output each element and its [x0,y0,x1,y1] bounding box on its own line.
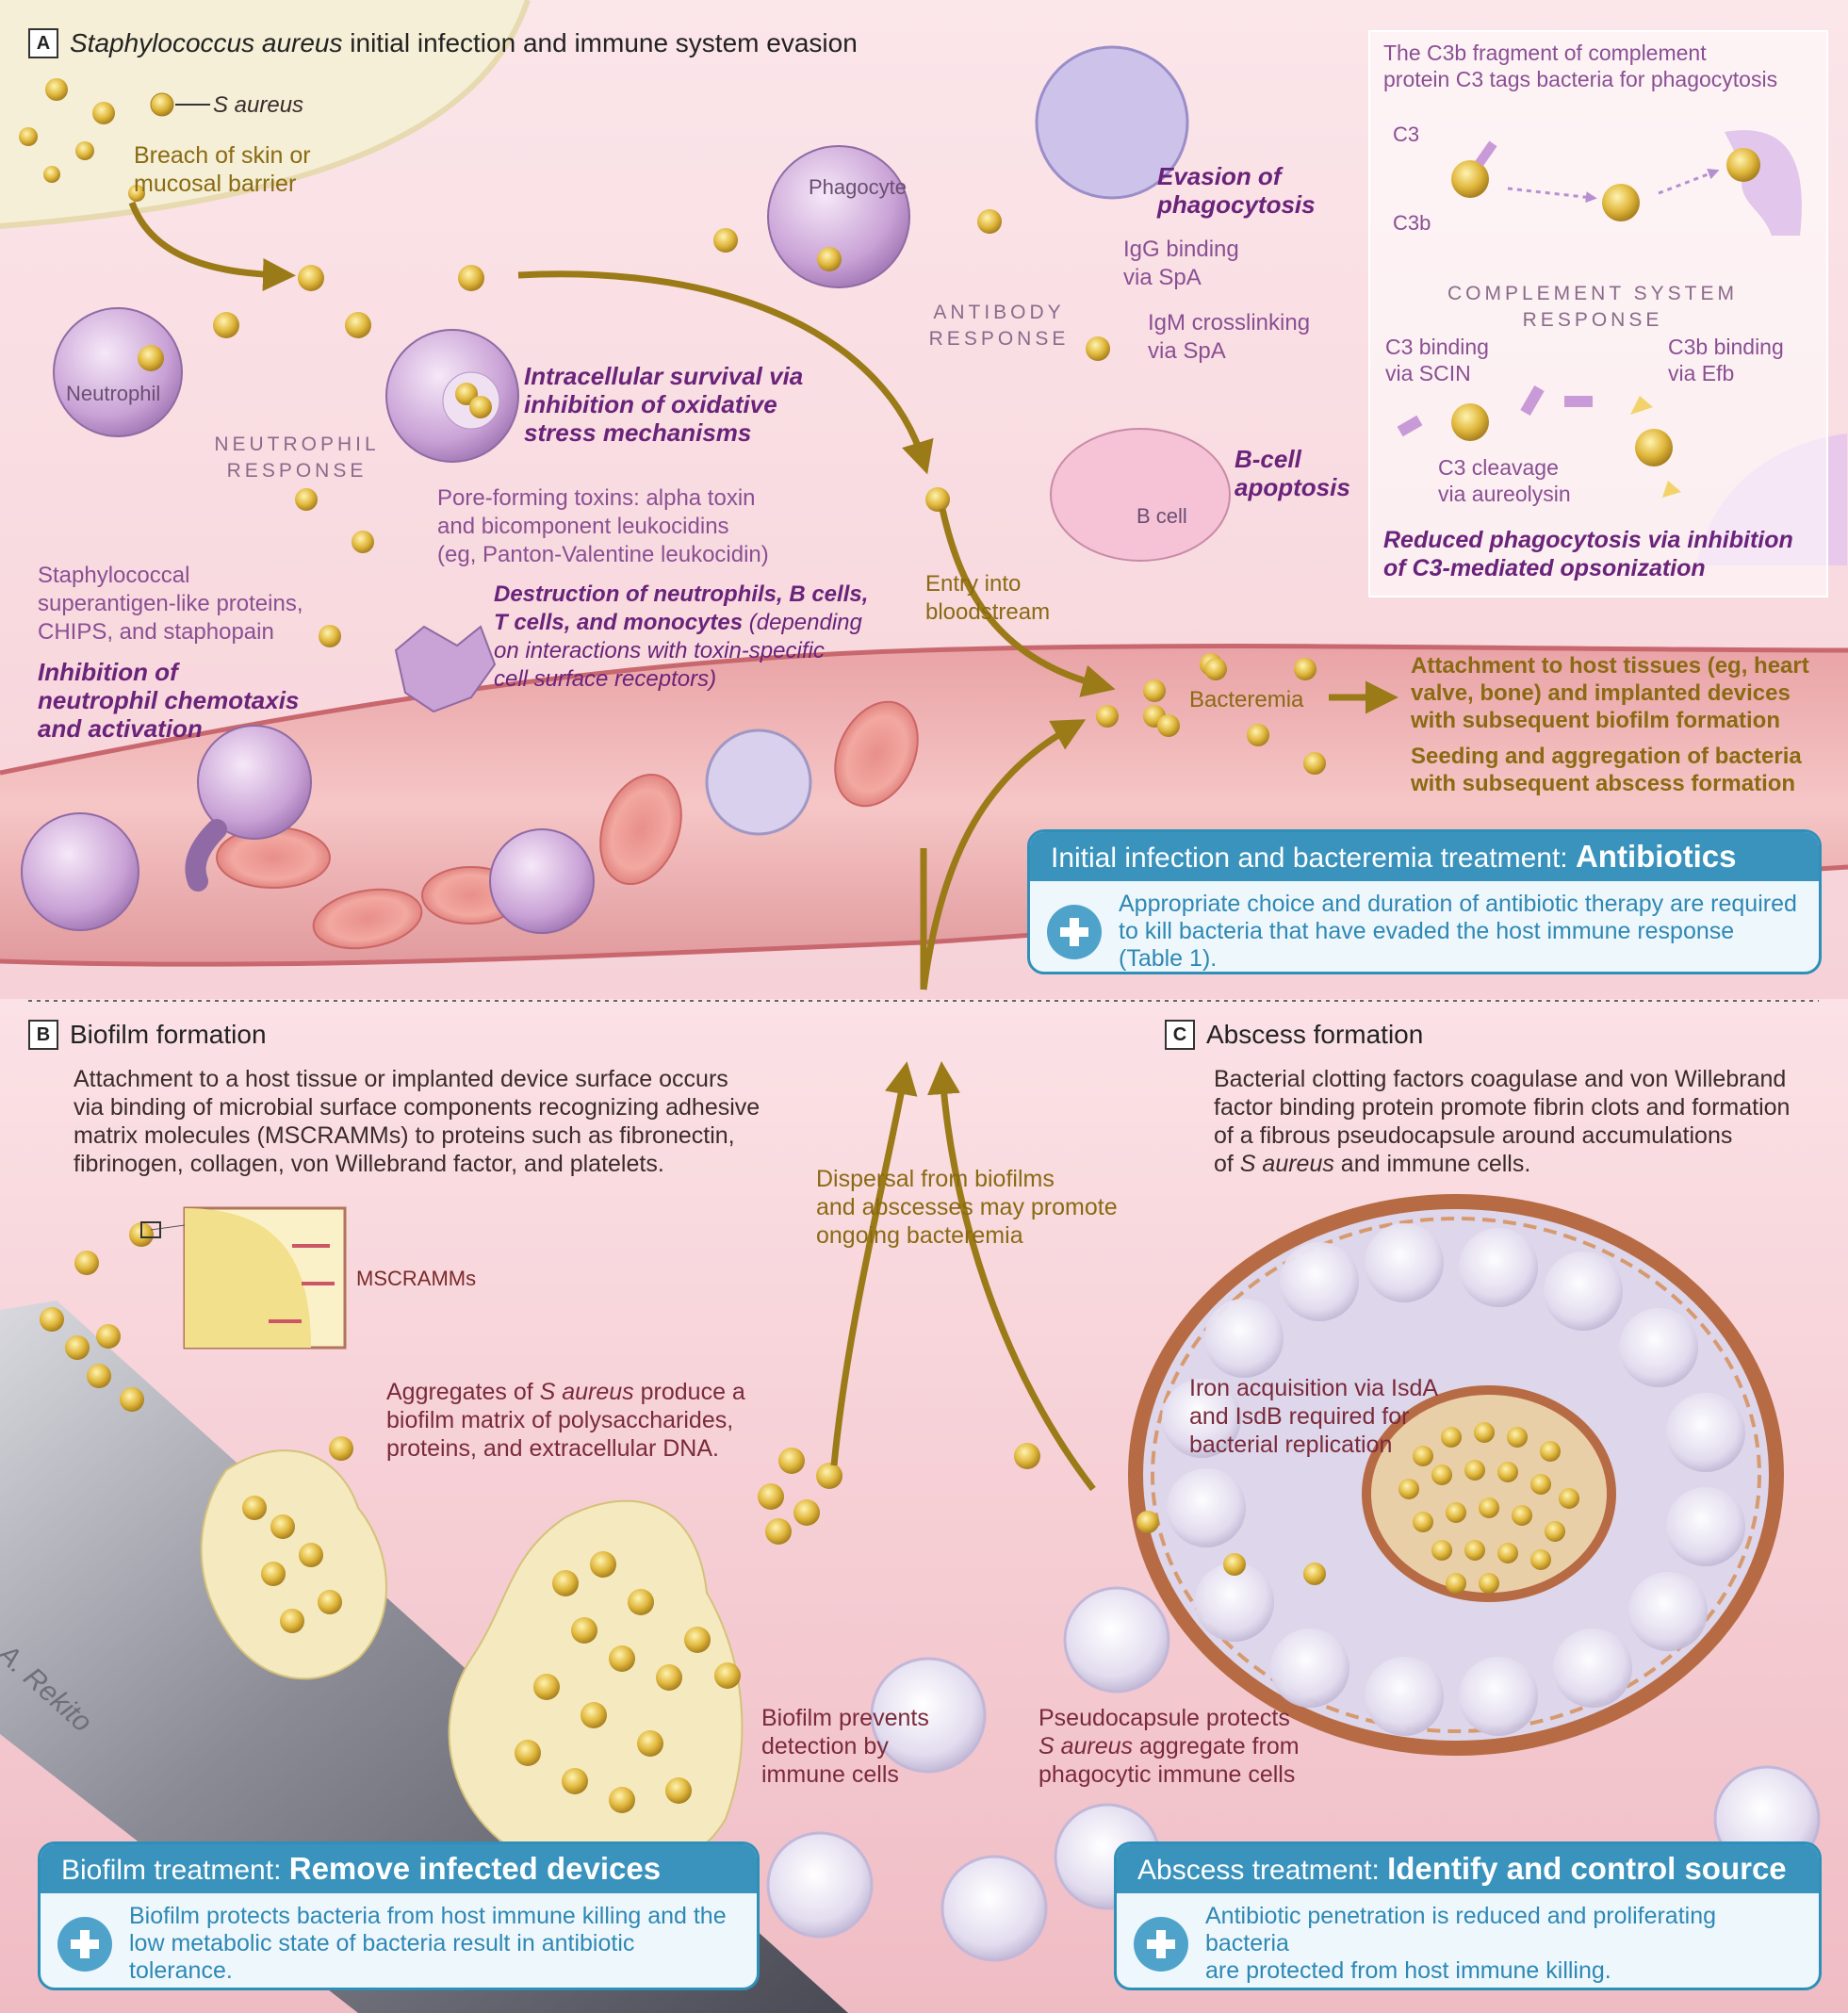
opsonization-sequence [1451,130,1802,236]
antibiotics-treatment-text: Appropriate choice and duration of antib… [1119,891,1797,972]
complement-evasion-mechanisms [1397,385,1681,498]
aureolysin-label: C3 cleavage via aureolysin [1438,455,1571,506]
pseudocapsule-label: Pseudocapsule protects S aureus aggregat… [1038,1705,1300,1788]
c3b-label: C3b [1393,211,1431,235]
infection-route-arrows [128,201,1398,990]
red-blood-cells [216,700,919,950]
abscess-bacteria [1137,1422,1579,1594]
complement-intro: The C3b fragment of complement protein C… [1383,41,1778,91]
dispersal-label: Dispersal from biofilms and abscesses ma… [816,1166,1118,1249]
igg-binding-label: IgG binding via SpA [1123,237,1239,290]
plus-icon [57,1916,112,1972]
reduced-phagocytosis-label: Reduced phagocytosis via inhibition of C… [1383,527,1793,581]
entry-bloodstream-label: Entry into bloodstream [925,571,1051,625]
seeding-label: Seeding and aggregation of bacteria with… [1411,744,1802,796]
efb-label: C3b binding via Efb [1668,335,1784,385]
leukocyte-vessel [21,812,139,931]
iron-acquisition-label: Iron acquisition via IsdA and IsdB requi… [1189,1375,1439,1458]
plus-icon [1134,1916,1188,1972]
bacteria-panel-b [40,1222,1040,1689]
phagocyte-cell [767,145,910,288]
abscess-treatment-title: Abscess treatment: Identify and control … [1117,1844,1819,1893]
panel-b-title: Biofilm formation [70,1020,267,1049]
abscess-description: Bacterial clotting factors coagulase and… [1214,1066,1791,1177]
panel-a-header: A Staphylococcus aureus initial infectio… [28,28,858,58]
biofilm-treatment-text: Biofilm protects bacteria from host immu… [129,1903,727,1984]
panel-c-header: C Abscess formation [1165,1020,1423,1050]
biofilm-treatment-box: Biofilm treatment: Remove infected devic… [38,1841,760,1990]
attachment-label: Attachment to host tissues (eg, heart va… [1411,653,1809,733]
panel-a-title: Staphylococcus aureus initial infection … [70,28,858,57]
neutrophil-cell [53,307,183,437]
panel-b-header: B Biofilm formation [28,1020,267,1050]
breach-label: Breach of skin or mucosal barrier [134,142,311,197]
intracellular-survival-label: Intracellular survival via inhibition of… [524,362,804,447]
plus-icon [1047,904,1102,959]
scin-label: C3 binding via SCIN [1385,335,1489,385]
neutrophil-response-heading: NEUTROPHIL RESPONSE [214,434,380,482]
abscess-immune-cells [1162,1223,1745,1736]
neutrophil-label: Neutrophil [66,382,161,405]
dispersal-arrows [830,848,1096,1492]
pore-forming-toxins-label: Pore-forming toxins: alpha toxin and bic… [437,485,769,567]
skin-barrier [0,0,528,226]
s-aureus-legend-icon [150,92,210,117]
complement-heading: COMPLEMENT SYSTEM RESPONSE [1447,283,1738,331]
abscess-treatment-box: Abscess treatment: Identify and control … [1114,1841,1822,1990]
panel-c-title: Abscess formation [1206,1020,1424,1049]
aggregates-label: Aggregates of S aureus produce a biofilm… [386,1379,745,1462]
antibody-response-heading: ANTIBODY RESPONSE [928,302,1070,350]
phagocyte-label: Phagocyte [809,175,907,199]
complement-system-panel [1368,30,1828,597]
lysed-cell [394,625,497,713]
panel-a-badge: A [28,28,58,58]
antibiotics-treatment-box: Initial infection and bacteremia treatme… [1027,829,1822,974]
bacteria-panel-a [19,78,1326,775]
mscramm-label: MSCRAMMs [356,1267,477,1290]
biofilm-description: Attachment to a host tissue or implanted… [74,1066,760,1177]
abscess-treatment-text: Antibiotic penetration is reduced and pr… [1205,1903,1717,1984]
s-aureus-legend-label: S aureus [213,92,304,118]
panel-b-badge: B [28,1020,58,1050]
b-cell-apoptosis-label: B-cell apoptosis [1235,445,1350,501]
destruction-label: Destruction of neutrophils, B cells, T c… [494,581,869,692]
biofilm-bacteria [242,1496,711,1813]
biofilm-prevents-label: Biofilm prevents detection by immune cel… [761,1705,929,1788]
biofilm-treatment-title: Biofilm treatment: Remove infected devic… [41,1844,757,1893]
b-cell-label: B cell [1137,504,1187,528]
b-cell [1050,428,1231,562]
panel-c-badge: C [1165,1020,1195,1050]
c3-label: C3 [1393,123,1420,146]
evasion-phagocytosis-label: Evasion of phagocytosis [1157,162,1316,219]
monocyte [705,728,812,836]
chemotaxis-inhibition-label: Inhibition of neutrophil chemotaxis and … [38,658,300,743]
igm-crosslinking-label: IgM crosslinking via SpA [1148,310,1311,364]
bacteremia-label: Bacteremia [1189,687,1304,712]
superantigen-label: Staphylococcal superantigen-like protein… [38,563,303,645]
antibiotics-treatment-title: Initial infection and bacteremia treatme… [1030,832,1819,881]
